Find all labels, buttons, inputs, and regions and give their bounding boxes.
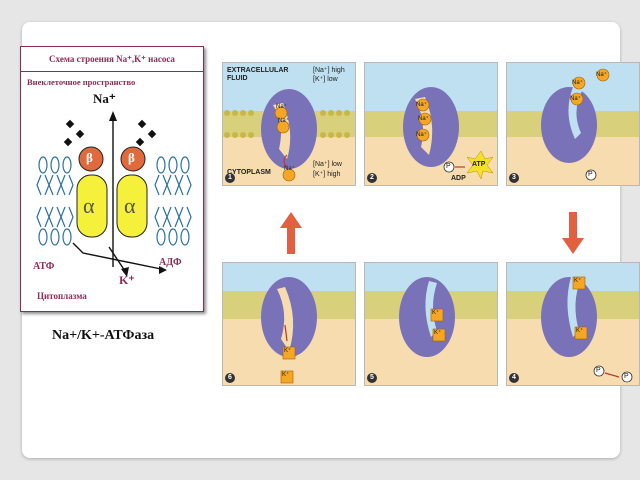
caption: Na+/K+-АТФаза xyxy=(52,328,155,343)
k-label: K⁺ xyxy=(119,273,135,287)
na-label: Na⁺ xyxy=(93,91,116,106)
panel-step-1: EXTRACELLULAR FLUID [Na⁺] high [K⁺] low … xyxy=(222,62,356,186)
panel-6-drawing xyxy=(223,263,355,385)
step-number: 6 xyxy=(225,373,235,383)
step-number: 3 xyxy=(509,173,519,183)
beta-right-label: β xyxy=(128,150,135,165)
panel-2-drawing xyxy=(365,63,497,185)
k-ion-label: K⁺ xyxy=(576,328,584,334)
pump-schema-drawing xyxy=(36,111,192,277)
up-arrow-icon xyxy=(280,212,302,254)
step-number: 5 xyxy=(367,373,377,383)
extracellular-label: Внеклеточное пространство xyxy=(27,77,136,87)
panel-step-4: P P 4 xyxy=(506,262,640,386)
atp-label: АТФ xyxy=(33,261,55,272)
phosphate-label: P xyxy=(596,367,601,374)
na-low-label: [Na⁺] low xyxy=(313,161,342,168)
na-high-label: [Na⁺] high xyxy=(313,67,345,74)
k-ion-label: K⁺ xyxy=(284,348,292,354)
na-ion-label: Na⁺ xyxy=(416,102,427,108)
schema-title: Схема строения Na⁺,K⁺ насоса xyxy=(21,47,203,72)
phosphate-released-label: P xyxy=(624,373,629,380)
beta-left-label: β xyxy=(86,150,93,165)
na-ion-label: Na⁺ xyxy=(276,104,287,110)
alpha-left-label: α xyxy=(83,193,95,218)
na-ion-label: Na⁺ xyxy=(572,80,583,86)
k-ion-label: K⁺ xyxy=(432,310,440,316)
k-high-label: [K⁺] high xyxy=(313,171,341,178)
na-ion-label: Na⁺ xyxy=(570,96,581,102)
k-ion-label: K⁺ xyxy=(574,278,582,284)
step-number: 4 xyxy=(509,373,519,383)
phosphate-label: P xyxy=(446,163,451,170)
step-number: 1 xyxy=(225,173,235,183)
na-ion-label: Na⁺ xyxy=(284,166,295,172)
k-low-label: [K⁺] low xyxy=(313,76,338,83)
cytoplasm-panel-label: CYTOPLASM xyxy=(227,169,271,176)
panel-step-5: 5 xyxy=(364,262,498,386)
phosphate-label: P xyxy=(588,171,593,178)
panel-step-2: P ATP ADP 2 xyxy=(364,62,498,186)
alpha-right-label: α xyxy=(124,193,136,218)
panel-1-drawing xyxy=(223,63,355,185)
panel-5-drawing xyxy=(365,263,497,385)
panel-3-drawing xyxy=(507,63,639,185)
na-ion-label: Na⁺ xyxy=(418,116,429,122)
k-ion-label: K⁺ xyxy=(282,372,290,378)
adp-label: АДФ xyxy=(159,257,182,268)
atp-panel-label: ATP xyxy=(472,161,486,168)
adp-panel-label: ADP xyxy=(451,175,466,182)
step-number: 2 xyxy=(367,173,377,183)
extracellular-fluid-label: EXTRACELLULAR FLUID xyxy=(227,67,289,82)
k-ion-label: K⁺ xyxy=(434,330,442,336)
panel-4-drawing xyxy=(507,263,639,385)
pump-schema: Схема строения Na⁺,K⁺ насоса Внеклеточно… xyxy=(20,46,204,312)
panel-step-6: 6 xyxy=(222,262,356,386)
na-ion-label: Na⁺ xyxy=(278,118,289,124)
na-ion-label: Na⁺ xyxy=(416,132,427,138)
na-ion-label: Na⁺ xyxy=(596,72,607,78)
cytoplasm-label: Цитоплазма xyxy=(37,291,87,301)
down-arrow-icon xyxy=(562,212,584,254)
